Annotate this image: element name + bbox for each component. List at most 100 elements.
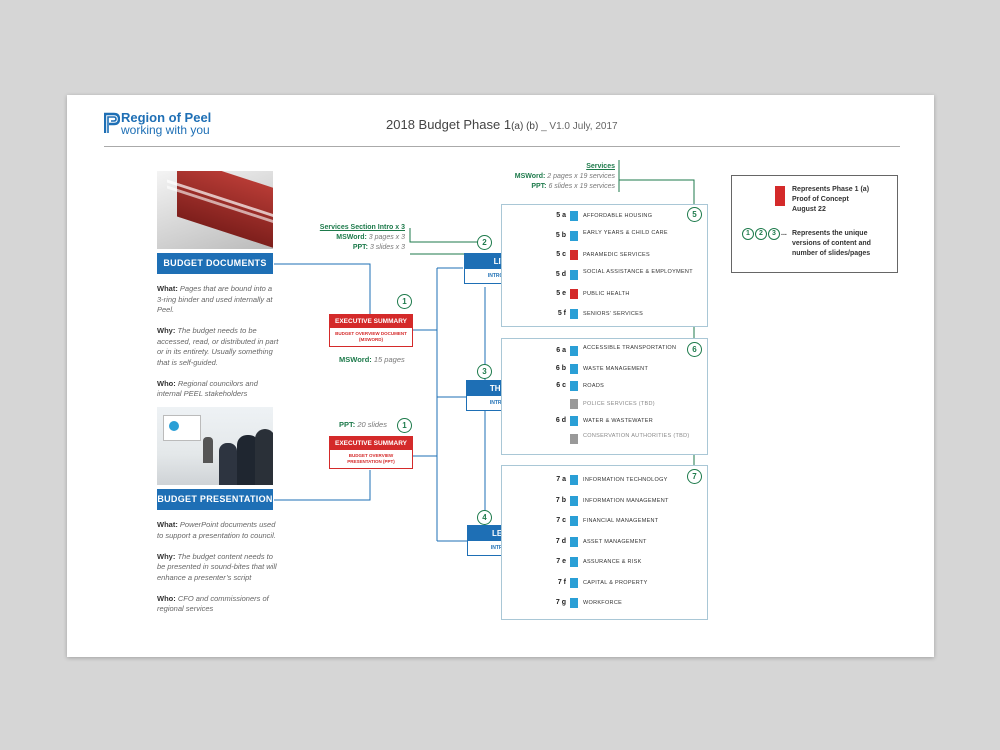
service-label: PUBLIC HEALTH xyxy=(583,291,630,297)
region-of-peel-logo-icon xyxy=(104,112,120,133)
service-number: 5 e xyxy=(556,290,566,297)
service-number: 5 c xyxy=(556,251,566,258)
exec-summary-presentation-box[interactable]: EXECUTIVE SUMMARY BUDGET OVERVIEW PRESEN… xyxy=(329,436,413,469)
service-status-swatch xyxy=(570,416,578,426)
service-label: CAPITAL & PROPERTY xyxy=(583,579,648,586)
service-label: INFORMATION TECHNOLOGY xyxy=(583,477,668,483)
service-row[interactable]: 5 f SENIORS’ SERVICES xyxy=(548,308,698,320)
page-title: 2018 Budget Phase 1(a) (b) _ V1.0 July, … xyxy=(386,117,618,132)
services-note: Services MSWord: 2 pages x 19 services P… xyxy=(514,163,615,190)
legend-badge-1: 1 xyxy=(742,228,754,240)
service-number: 7 b xyxy=(555,496,566,504)
exec-docs-msword-count: MSWord: 15 pages xyxy=(339,355,405,364)
exec-docs-badge: 1 xyxy=(397,294,412,309)
service-row[interactable]: 7 f CAPITAL & PROPERTY xyxy=(548,577,698,589)
leading-badge: 4 xyxy=(477,510,492,525)
service-row[interactable]: 6 b WASTE MANAGEMENT xyxy=(548,363,698,375)
service-label: EARLY YEARS & CHILD CARE xyxy=(583,229,668,236)
exec-pres-ppt-count: PPT: 20 slides xyxy=(339,420,387,429)
budget-presentation-photo xyxy=(157,407,273,485)
exec-summary-pres-title: EXECUTIVE SUMMARY xyxy=(330,437,412,450)
leading-services-badge: 7 xyxy=(687,469,702,484)
service-status-swatch xyxy=(570,289,578,299)
service-row[interactable]: 6 c ROADS xyxy=(548,380,698,392)
service-row[interactable]: CONSERVATION AUTHORITIES (TBD) xyxy=(548,433,698,445)
service-row[interactable]: 7 g WORKFORCE xyxy=(548,597,698,609)
logo-name: Region of Peel xyxy=(121,110,212,125)
service-row[interactable]: 7 a INFORMATION TECHNOLOGY xyxy=(548,474,698,486)
leading-services-group xyxy=(501,465,708,620)
budget-presentation-button[interactable]: BUDGET PRESENTATION xyxy=(157,489,273,510)
service-status-swatch xyxy=(570,557,578,567)
service-number: 6 c xyxy=(556,382,566,389)
service-label: CONSERVATION AUTHORITIES (TBD) xyxy=(583,432,690,439)
service-label: PARAMEDIC SERVICES xyxy=(583,252,650,258)
service-status-swatch xyxy=(570,536,578,547)
legend-red-text: Represents Phase 1 (a) Proof of Concept … xyxy=(792,186,870,213)
service-label: ROADS xyxy=(583,383,605,389)
service-number: 7 d xyxy=(555,537,566,545)
service-status-swatch xyxy=(570,475,578,485)
service-row[interactable]: 5 c PARAMEDIC SERVICES xyxy=(548,249,698,261)
service-status-swatch xyxy=(570,250,578,260)
service-status-swatch xyxy=(570,398,578,409)
service-label: ACCESSIBLE TRANSPORTATION xyxy=(583,345,677,351)
service-number: 5 a xyxy=(556,212,566,219)
services-intro-note: Services Section Intro x 3 MSWord: 3 pag… xyxy=(319,224,405,251)
service-row[interactable]: 6 d WATER & WASTEWATER xyxy=(548,415,698,427)
service-row[interactable]: POLICE SERVICES (TBD) xyxy=(548,398,698,410)
service-row[interactable]: 5 b EARLY YEARS & CHILD CARE xyxy=(548,230,698,242)
service-label: WATER & WASTEWATER xyxy=(583,418,653,424)
service-label: WORKFORCE xyxy=(583,600,623,606)
service-status-swatch xyxy=(570,211,578,221)
service-status-swatch xyxy=(570,363,578,374)
service-label: POLICE SERVICES (TBD) xyxy=(583,400,655,407)
exec-summary-pres-body: BUDGET OVERVIEW PRESENTATION (PPT) xyxy=(347,453,395,464)
documents-description: What: Pages that are bound into a 3-ring… xyxy=(157,284,279,398)
service-number: 5 f xyxy=(557,309,566,317)
title-phase-sub: (a) (b) xyxy=(511,121,539,132)
service-status-swatch xyxy=(570,230,578,241)
service-label: WASTE MANAGEMENT xyxy=(583,365,649,372)
service-number: 6 d xyxy=(555,417,566,424)
presentation-description: What: PowerPoint documents used to suppo… xyxy=(157,520,277,613)
service-row[interactable]: 6 a ACCESSIBLE TRANSPORTATION xyxy=(548,345,698,357)
service-row[interactable]: 7 c FINANCIAL MANAGEMENT xyxy=(548,515,698,527)
service-label: SOCIAL ASSISTANCE & EMPLOYMENT xyxy=(583,268,693,275)
service-number: 6 a xyxy=(556,347,566,354)
service-number: 6 b xyxy=(555,364,566,372)
service-status-swatch xyxy=(570,269,578,280)
legend-red-swatch xyxy=(775,186,785,206)
title-main: 2018 Budget Phase 1 xyxy=(386,117,512,132)
living-services-badge: 5 xyxy=(687,207,702,222)
service-label: SENIORS’ SERVICES xyxy=(583,310,644,317)
service-status-swatch xyxy=(570,381,578,391)
service-status-swatch xyxy=(570,516,578,526)
exec-summary-document-box[interactable]: EXECUTIVE SUMMARY BUDGET OVERVIEW DOCUME… xyxy=(329,314,413,347)
service-number: 7 a xyxy=(556,476,566,483)
service-number: 7 c xyxy=(556,517,566,524)
service-number: 7 e xyxy=(556,558,566,565)
service-status-swatch xyxy=(570,433,578,444)
service-row[interactable]: 5 e PUBLIC HEALTH xyxy=(548,288,698,300)
service-status-swatch xyxy=(570,308,578,319)
living-badge: 2 xyxy=(477,235,492,250)
legend-box xyxy=(731,175,898,273)
service-label: FINANCIAL MANAGEMENT xyxy=(583,518,659,524)
legend-unique-text: Represents the unique versions of conten… xyxy=(792,230,871,257)
budget-documents-button[interactable]: BUDGET DOCUMENTS xyxy=(157,253,273,274)
service-status-swatch xyxy=(570,598,578,608)
exec-pres-badge: 1 xyxy=(397,418,412,433)
service-status-swatch xyxy=(570,577,578,588)
exec-summary-doc-body: BUDGET OVERVIEW DOCUMENT (MSWORD) xyxy=(335,331,407,342)
thriving-services-group xyxy=(501,338,708,455)
service-number: 7 f xyxy=(557,578,566,586)
service-number: 7 g xyxy=(555,599,566,606)
exec-summary-doc-title: EXECUTIVE SUMMARY xyxy=(330,315,412,328)
service-number: 5 b xyxy=(555,231,566,239)
